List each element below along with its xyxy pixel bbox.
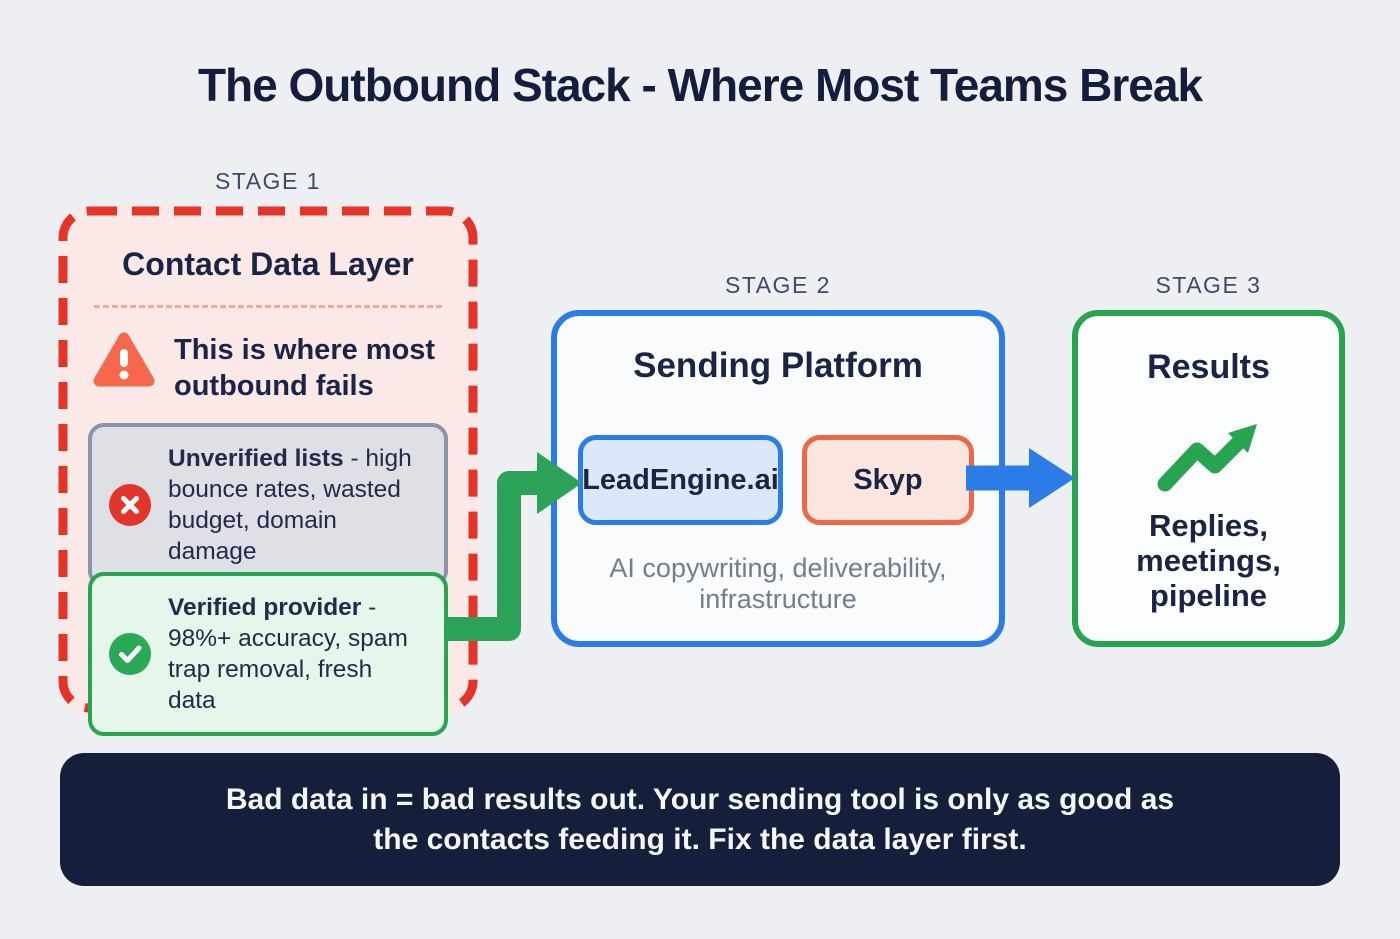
unverified-lists-item: Unverified lists - high bounce rates, wa… (88, 423, 448, 587)
warning-row: This is where most outbound fails (92, 330, 456, 404)
stage3-label: STAGE 3 (1155, 272, 1262, 298)
stage2-title: Sending Platform (633, 346, 923, 385)
stage3-results-box: Results Replies, meetings, pipeline (1072, 310, 1345, 647)
stage2-label: STAGE 2 (725, 272, 831, 298)
x-circle-icon (109, 484, 151, 526)
verified-provider-text: Verified provider - 98%+ accuracy, spam … (168, 592, 426, 716)
stage3-title: Results (1147, 348, 1270, 386)
tool-leadengine: LeadEngine.ai (578, 435, 783, 525)
banner-line1: Bad data in = bad results out. Your send… (225, 782, 1175, 816)
unverified-lists-text-rest: - high bounce rates, wasted budget, doma… (168, 445, 412, 565)
stage1-label: STAGE 1 (215, 168, 321, 194)
banner-line2: the contacts feeding it. Fix the data la… (373, 822, 1027, 856)
stage2-sending-platform-box: Sending Platform LeadEngine.ai Skyp AI c… (551, 310, 1005, 647)
tool-skyp: Skyp (802, 435, 974, 525)
bottom-takeaway-banner: Bad data in = bad results out. Your send… (60, 753, 1340, 886)
stage1-contact-data-layer-box: Contact Data Layer This is where most ou… (58, 206, 478, 736)
verified-provider-text-rest: - 98%+ accuracy, spam trap removal, fres… (168, 594, 408, 714)
verified-provider-item: Verified provider - 98%+ accuracy, spam … (88, 572, 448, 736)
stage2-subtext: AI copywriting, deliverability, infrastr… (609, 553, 947, 614)
warning-text: This is where most outbound fails (174, 334, 436, 402)
unverified-lists-text: Unverified lists - high bounce rates, wa… (168, 443, 426, 567)
page-title: The Outbound Stack - Where Most Teams Br… (197, 59, 1203, 111)
warning-triangle-icon (93, 332, 155, 387)
unverified-lists-text-bold: Unverified lists (168, 445, 344, 472)
verified-provider-text-bold: Verified provider (168, 594, 362, 621)
trend-up-icon (1157, 424, 1257, 492)
stage1-title: Contact Data Layer (122, 246, 414, 282)
check-circle-icon (109, 633, 151, 675)
trend-icon-wrap (1078, 412, 1339, 498)
stage1-separator (94, 305, 442, 308)
stage3-outcomes: Replies, meetings, pipeline (1136, 508, 1281, 613)
